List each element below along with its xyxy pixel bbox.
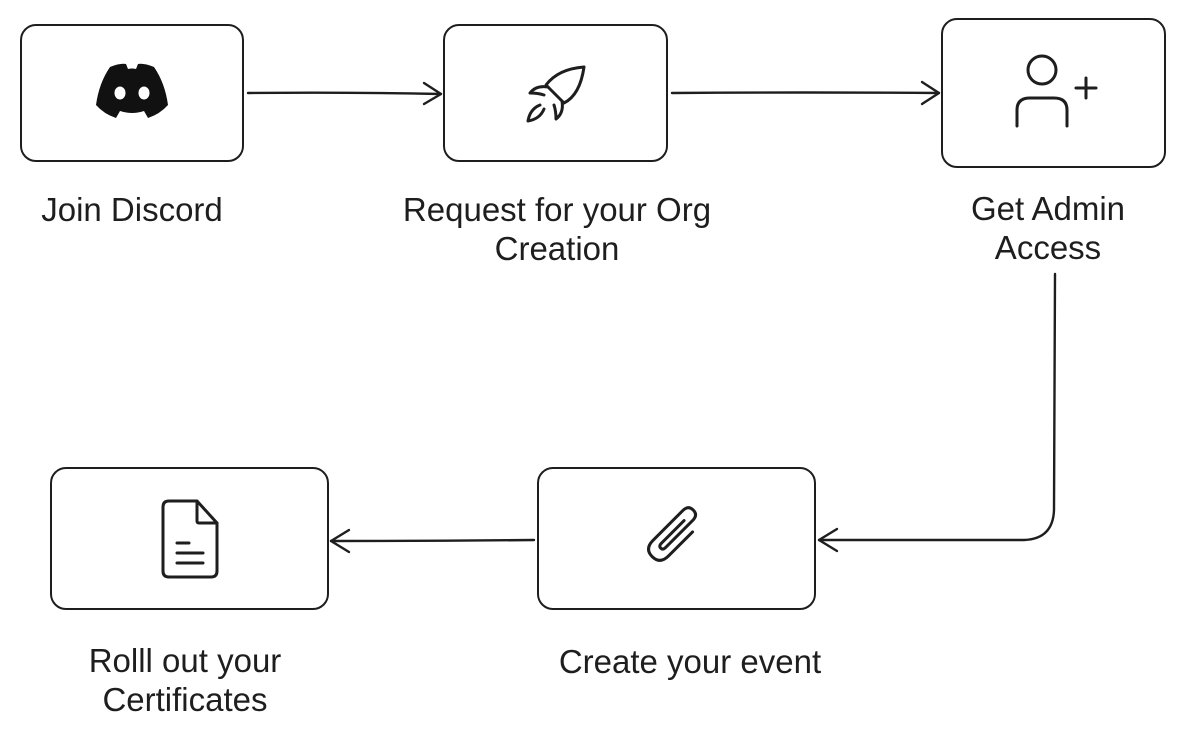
label-line: Creation (494, 230, 620, 267)
label-line: Rolll out your (88, 642, 282, 679)
step-node-rollout-certificates (50, 467, 329, 610)
add-user-icon (1004, 50, 1104, 136)
arrow-request-to-admin (670, 80, 941, 106)
label-line: Join Discord (41, 191, 223, 228)
step-node-admin-access (941, 18, 1166, 168)
arrow-admin-to-event (817, 272, 1057, 553)
document-icon (155, 497, 225, 581)
discord-icon (90, 62, 174, 124)
label-line: Create your event (558, 643, 822, 680)
step-label-join-discord: Join Discord (41, 190, 223, 229)
arrow-join-to-request (246, 81, 443, 106)
label-line: Certificates (102, 681, 268, 718)
label-line: Access (994, 229, 1102, 266)
step-label-admin-access: Get Admin Access (971, 189, 1125, 267)
step-node-request-org (443, 24, 668, 162)
step-label-request-org: Request for your Org Creation (403, 190, 711, 268)
step-node-join-discord (20, 24, 244, 162)
arrow-event-to-certificates (329, 528, 536, 554)
step-node-create-event (537, 467, 816, 610)
step-label-rollout-certificates: Rolll out your Certificates (89, 641, 282, 719)
rocket-icon (518, 55, 594, 131)
label-line: Get Admin (970, 190, 1126, 227)
paperclip-icon (637, 499, 717, 579)
step-label-create-event: Create your event (559, 642, 821, 681)
label-line: Request for your Org (402, 191, 712, 228)
